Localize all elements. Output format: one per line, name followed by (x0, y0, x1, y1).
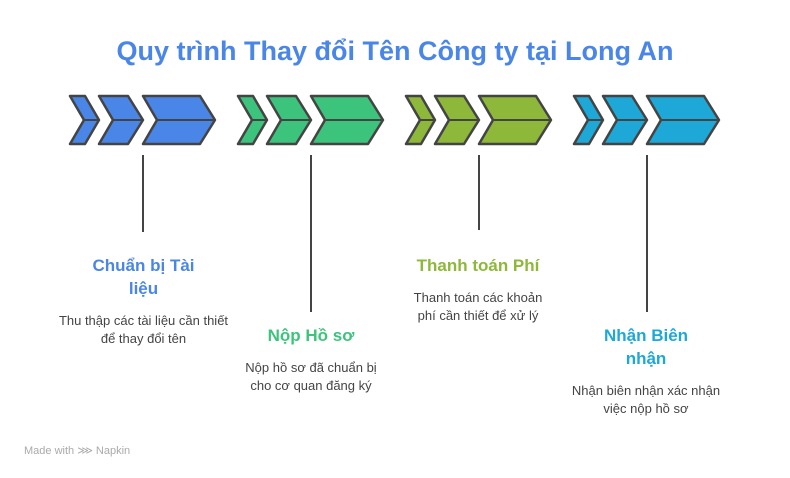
step-description: Nhận biên nhận xác nhận việc nộp hồ sơ (571, 383, 721, 416)
step-2: Nộp Hồ sơ Nộp hồ sơ đã chuẩn bị cho cơ q… (226, 324, 396, 395)
step-description: Thu thập các tài liệu cần thiết để thay … (58, 313, 229, 346)
napkin-watermark: Made with ⋙ Napkin (24, 445, 131, 457)
diagram-title: Quy trình Thay đổi Tên Công ty tại Long … (116, 36, 674, 66)
step-title: Nhận Biên nhận (603, 326, 689, 368)
step-title: Nộp Hồ sơ (267, 326, 355, 345)
step-title: Chuẩn bị Tài liệu (92, 256, 195, 298)
chevron-group (236, 94, 385, 312)
step-description: Nộp hồ sơ đã chuẩn bị cho cơ quan đăng k… (245, 360, 377, 393)
step-1: Chuẩn bị Tài liệu Thu thập các tài liệu … (56, 254, 231, 348)
chevron-group (68, 94, 217, 232)
chevron-group (404, 94, 553, 230)
step-3: Thanh toán Phí Thanh toán các khoản phí … (393, 254, 563, 325)
step-title: Thanh toán Phí (416, 256, 540, 275)
chevron-group (572, 94, 721, 312)
step-description: Thanh toán các khoản phí cần thiết để xử… (413, 290, 543, 323)
step-4: Nhận Biên nhận Nhận biên nhận xác nhận v… (561, 324, 731, 418)
